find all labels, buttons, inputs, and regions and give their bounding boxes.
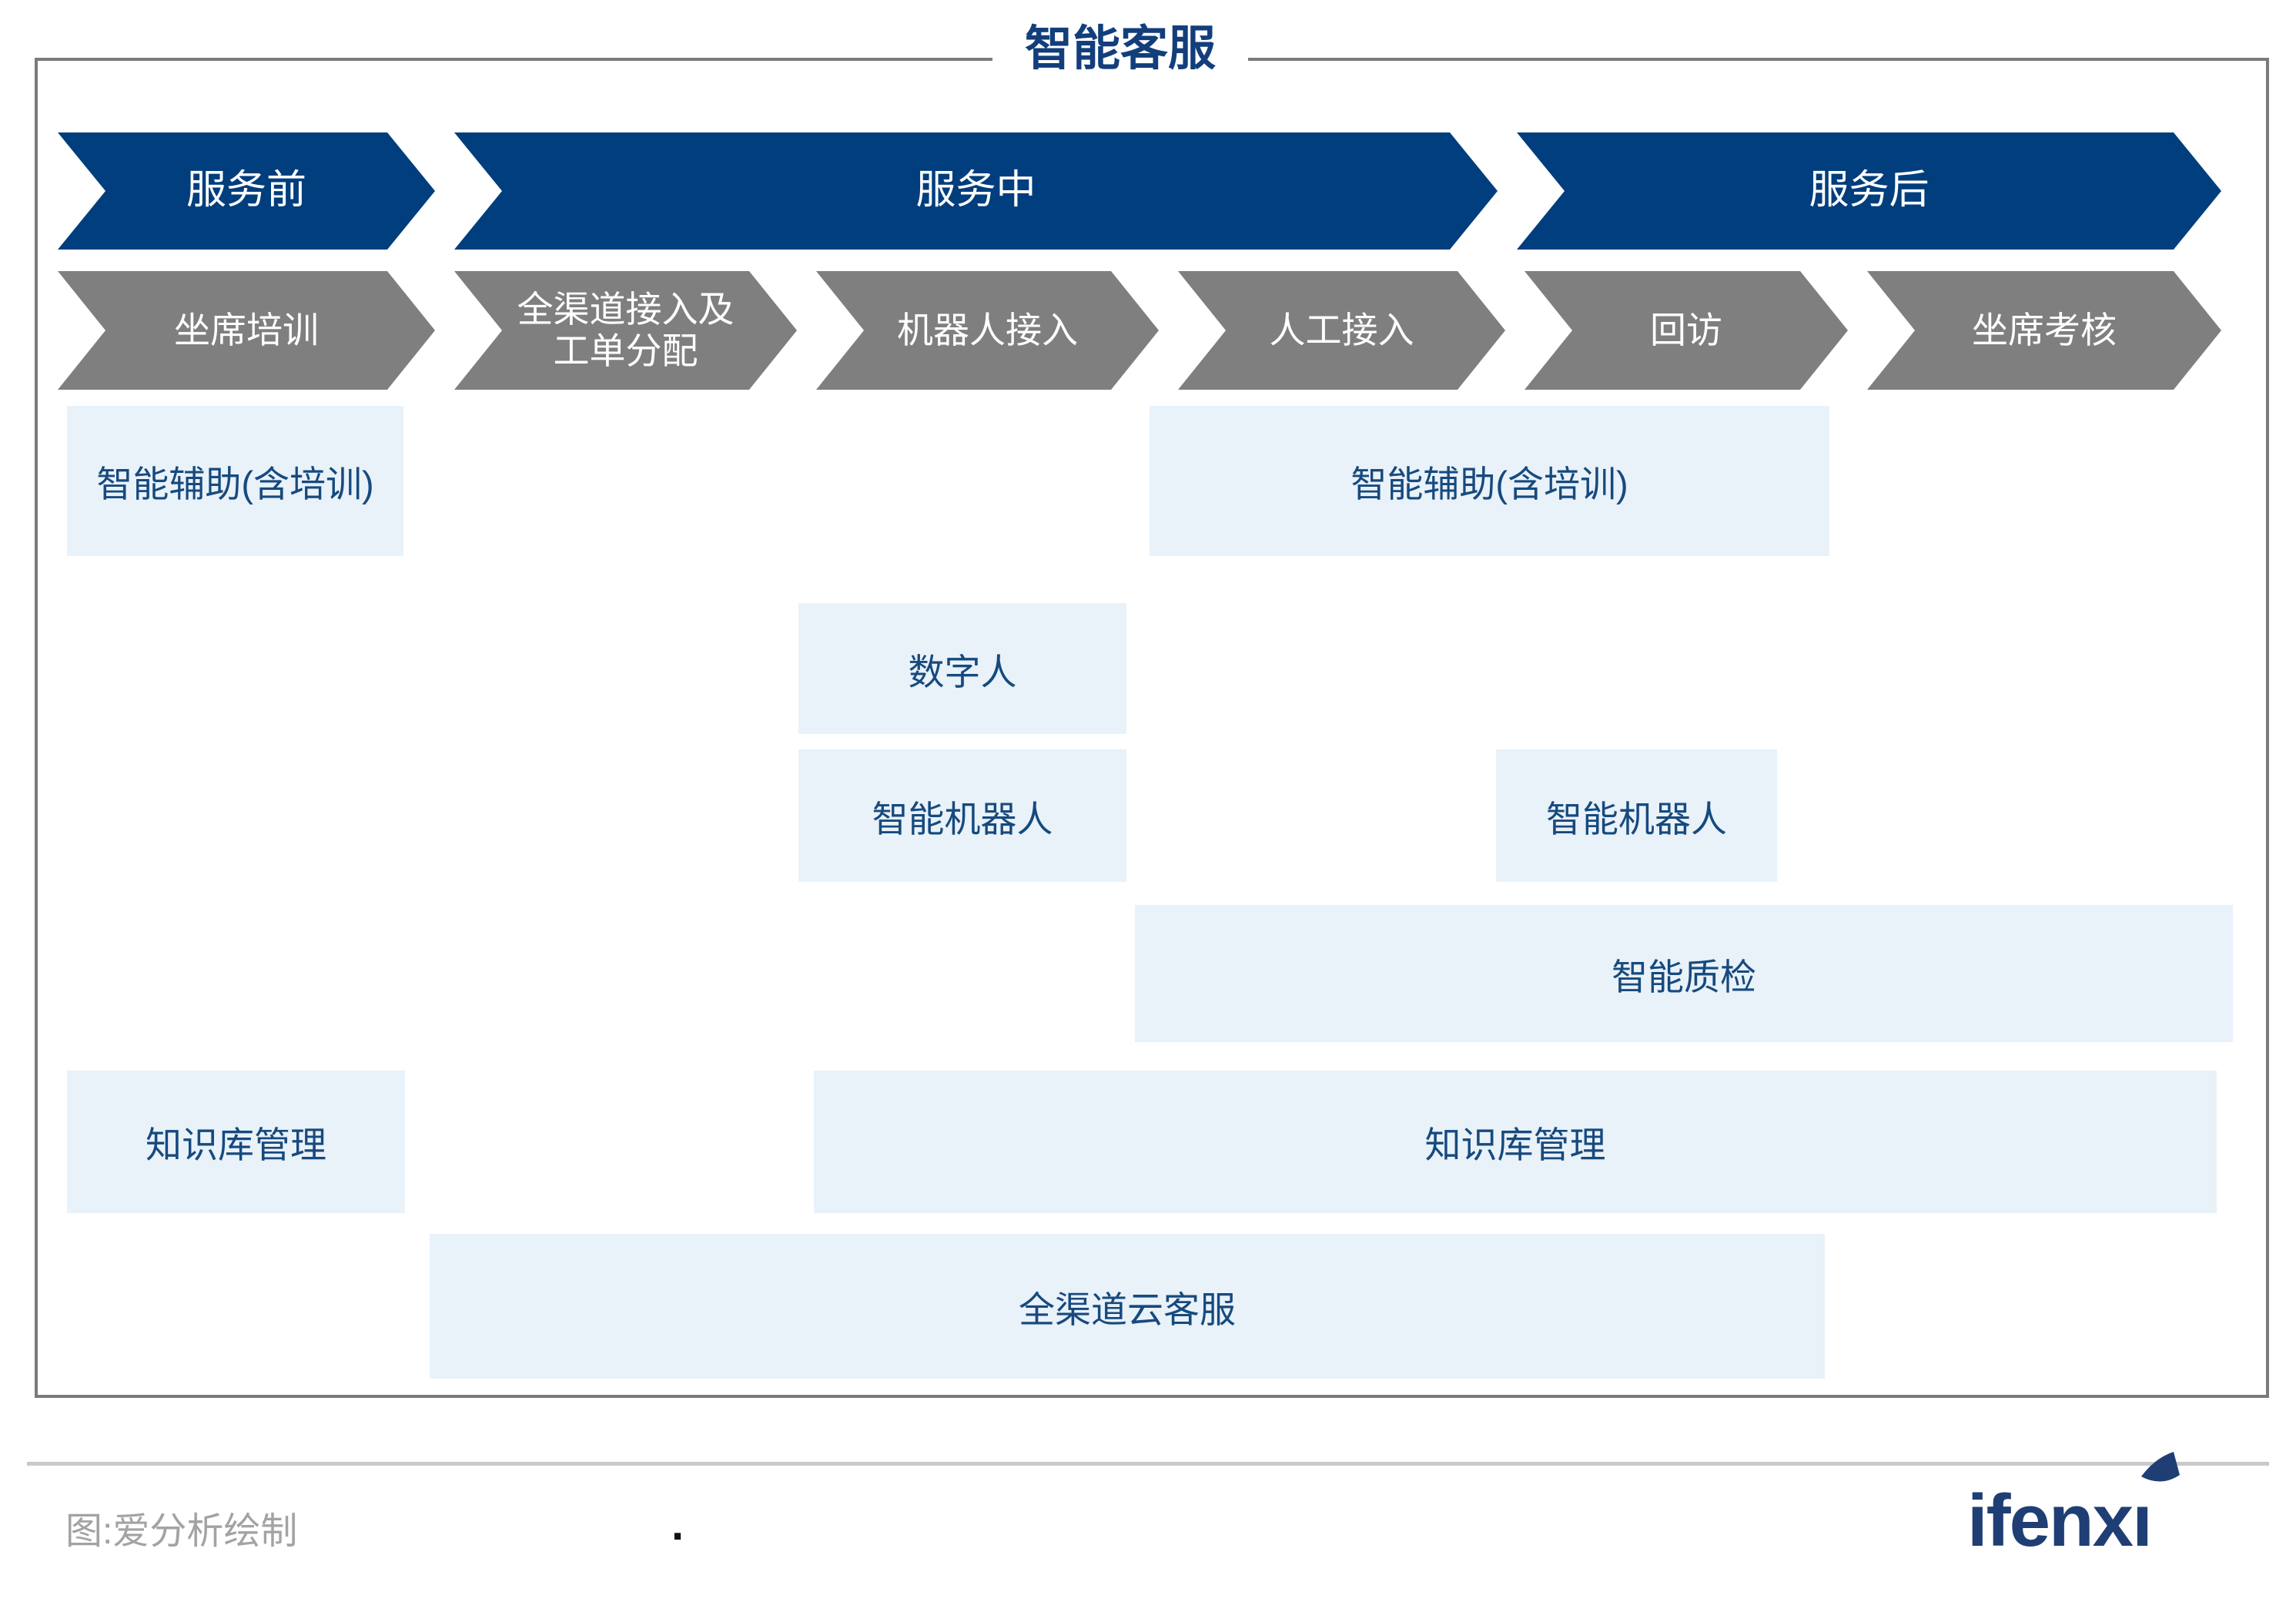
step-arrow-agent-training: 坐席培训: [58, 271, 435, 390]
capability-box-smart-robot-left: 智能机器人: [798, 749, 1126, 882]
ifenxi-logo-last-letter: ı: [2132, 1479, 2153, 1562]
figure-caption: 图:爱分析绘制: [65, 1511, 298, 1552]
stage-label: 服务中: [915, 168, 1036, 213]
step-arrow-agent-assessment: 坐席考核: [1867, 271, 2221, 390]
ifenxi-swoosh-icon: [2141, 1451, 2181, 1482]
stage-label: 服务前: [186, 168, 306, 213]
step-label: 回访: [1650, 309, 1722, 350]
capability-box-omnichannel-cloud-cs: 全渠道云客服: [430, 1234, 1825, 1379]
step-label: 机器人接入: [897, 309, 1078, 350]
capability-box-digital-human: 数字人: [798, 603, 1126, 734]
footer-divider: [27, 1462, 2269, 1466]
step-arrow-bot-access: 机器人接入: [816, 271, 1159, 390]
step-label: 坐席考核: [1972, 309, 2117, 350]
page-title: 智能客服: [992, 14, 1249, 85]
step-label: 全渠道接入及工单分配: [517, 288, 735, 371]
step-label: 坐席培训: [174, 309, 319, 350]
capability-box-smart-robot-right: 智能机器人: [1496, 749, 1777, 882]
ifenxi-logo-text: ifenx: [1967, 1479, 2134, 1562]
stage-label: 服务后: [1809, 168, 1930, 213]
capability-box-knowledge-base-wide: 知识库管理: [814, 1071, 2217, 1213]
step-arrow-omnichannel-ticket-dispatch: 全渠道接入及工单分配: [454, 271, 797, 390]
capability-box-smart-quality-inspection: 智能质检: [1135, 905, 2233, 1042]
capability-box-smart-assist-right: 智能辅助(含培训): [1150, 406, 1829, 556]
step-arrow-follow-up-visit: 回访: [1525, 271, 1848, 390]
capability-box-knowledge-base-left: 知识库管理: [67, 1071, 405, 1213]
stage-arrow-in-service: 服务中: [454, 132, 1498, 250]
stray-period: .: [671, 1500, 684, 1550]
step-label: 人工接入: [1269, 309, 1414, 350]
stage-arrow-pre-service: 服务前: [58, 132, 435, 250]
capability-box-smart-assist-left: 智能辅助(含培训): [67, 406, 403, 556]
stage-arrow-post-service: 服务后: [1517, 132, 2221, 250]
step-arrow-human-access: 人工接入: [1178, 271, 1505, 390]
